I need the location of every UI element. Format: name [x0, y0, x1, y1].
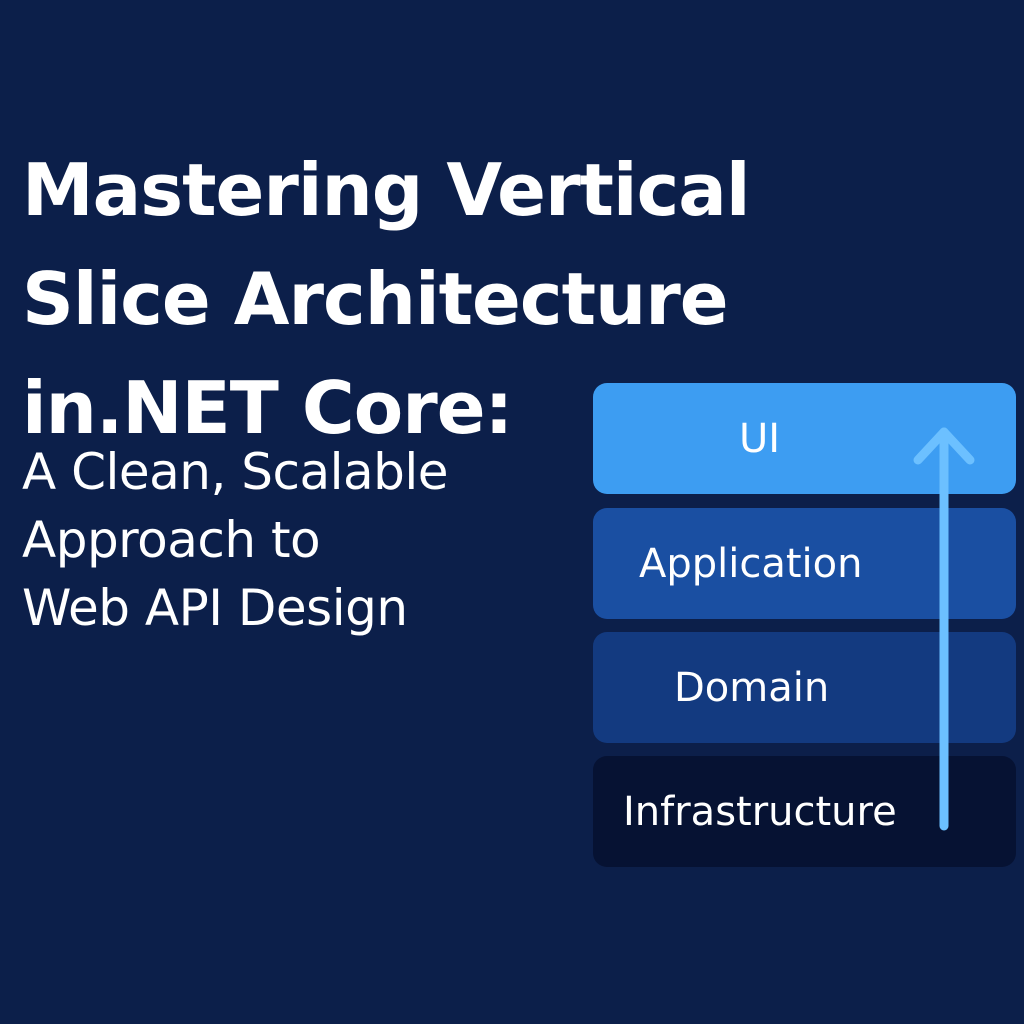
up-arrow-icon [913, 427, 975, 831]
layer-application-label: Application [639, 540, 863, 587]
page-title: Mastering Vertical Slice Architecture in… [22, 148, 751, 450]
layer-ui-label: UI [739, 415, 781, 462]
layer-infrastructure-label: Infrastructure [623, 788, 897, 835]
layer-domain-label: Domain [674, 664, 830, 711]
page-subtitle: A Clean, Scalable Approach to Web API De… [22, 443, 449, 637]
